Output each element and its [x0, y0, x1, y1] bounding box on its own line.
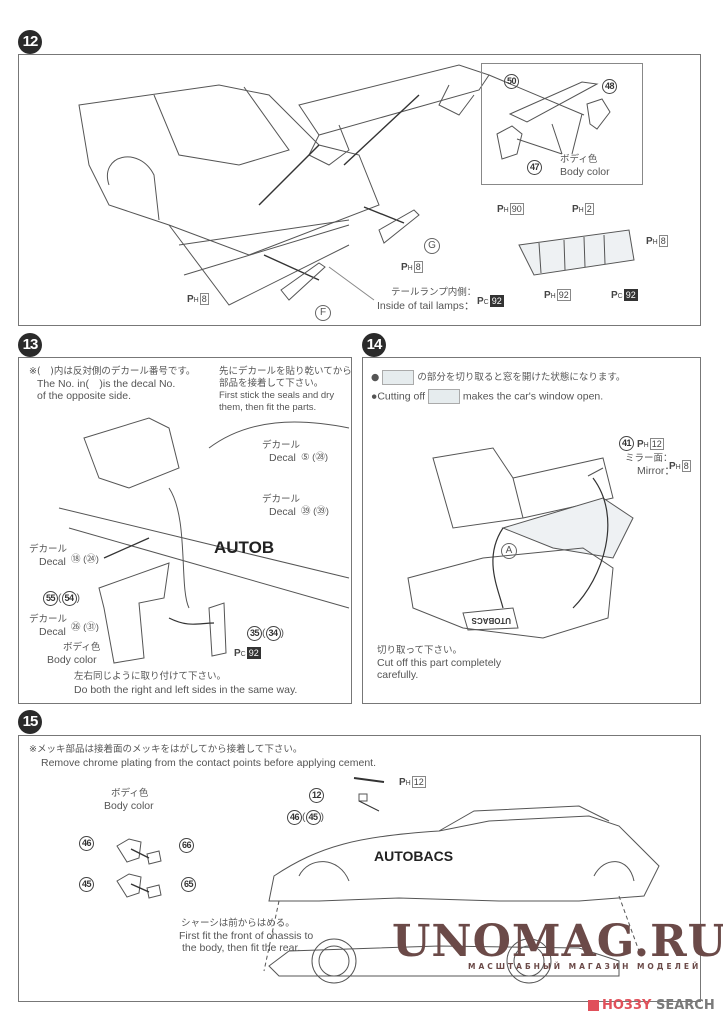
decal-1-jp: デカール [262, 440, 301, 451]
step-number-12: 12 [18, 30, 42, 54]
mirror-part-pair: 46(45) [287, 810, 324, 825]
footer-jp: 左右同じように取り付けて下さい。 [74, 671, 227, 682]
body-paint-en: Body color [47, 654, 97, 666]
tip-jp-2: 部品を接着して下さい。 [219, 378, 324, 389]
chassis-note-en-2: the body, then fit the rear. [182, 942, 301, 954]
watermark-subtitle: МАСШТАБНЫЙ МАГАЗИН МОДЕЛЕЙ [468, 962, 702, 971]
step-14-panel: UTOBACS ● の部分を切り取ると窓を開けた状態になります。 ●Cuttin… [362, 357, 701, 704]
tail-inside-jp: テールランプ内側： [391, 287, 477, 298]
step-number-15: 15 [18, 710, 42, 734]
mirror-glass-66: 66 [179, 838, 194, 853]
insert-paint-en: Body color [560, 166, 610, 178]
tip-en-2: them, then fit the parts. [219, 402, 317, 413]
step-15-panel: AUTOBACS ※メッキ部品は接着面のメッキをはがしてから接着して下さい。 R… [18, 735, 701, 1002]
tip-jp-1: 先にデカールを貼り乾いてから [219, 366, 352, 377]
decal-4-jp: デカール [29, 614, 68, 625]
mirror-part-callout: 41 [619, 436, 634, 451]
wing-detail-insert: 50 48 47 ボディ色 Body color [481, 63, 643, 185]
note-en-1: The No. in( )is the decal No. [37, 378, 176, 390]
mirror-housing-46: 46 [79, 836, 94, 851]
chrome-note-jp: ※メッキ部品は接着面のメッキをはがしてから接着して下さい。 [29, 744, 303, 755]
chrome-note-en: Remove chrome plating from the contact p… [41, 757, 377, 769]
tail-inside-en: Inside of tail lamps： [377, 300, 475, 312]
insert-paint-jp: ボディ色 [560, 154, 598, 165]
decal-3-nums: ⑱ (㉔) [71, 554, 99, 565]
cut-off-en-2: carefully. [377, 669, 419, 681]
mirror-face-jp: ミラー面： [625, 453, 673, 464]
part-a-label: A [501, 543, 517, 559]
step-number-13: 13 [18, 333, 42, 357]
decal-2-nums: ㊴ (㊴) [301, 506, 329, 517]
step-15-illustration: AUTOBACS [116, 777, 660, 984]
body-paint-jp: ボディ色 [63, 642, 101, 653]
decal-2-jp: デカール [262, 494, 301, 505]
cut-bullet-en: ●Cutting off makes the car's window open… [371, 389, 604, 404]
mirror-paint-en: Body color [104, 800, 154, 812]
part-f-label: F [315, 305, 331, 321]
fender-part-pair: 55(54) [43, 591, 80, 606]
lamp-part-pair: 35(34) [247, 626, 284, 641]
chassis-note-en-1: First fit the front of chassis to [179, 930, 314, 942]
step-13-panel: AUTOB ※( )内は反対側のデカール番号です。 The No. in( )i… [18, 357, 352, 704]
tip-en-1: First stick the seals and dry [219, 390, 335, 401]
decal-3-jp: デカール [29, 544, 68, 555]
cut-area-swatch-en [427, 389, 460, 404]
step-12-illustration [78, 64, 635, 306]
plate-text: UTOBACS [471, 616, 511, 625]
part-50: 50 [504, 74, 519, 89]
step-13-illustration: AUTOB [58, 417, 350, 664]
decal-4-en: Decal [39, 626, 66, 638]
decal-1-en: Decal [269, 452, 296, 464]
footer-en: Do both the right and left sides in the … [74, 684, 298, 696]
part-48: 48 [602, 79, 617, 94]
note-en-2: of the opposite side. [37, 390, 131, 402]
side-decal-text-15: AUTOBACS [374, 848, 453, 864]
side-decal-text: AUTOB [214, 538, 274, 557]
mirror-paint-jp: ボディ色 [111, 788, 149, 799]
cut-off-jp: 切り取って下さい。 [377, 645, 463, 656]
decal-4-nums: ㉖ (㉛) [71, 622, 99, 633]
mirror-face-en: Mirror： [637, 465, 675, 477]
wing-detail-illustration [496, 81, 611, 160]
hobby-search-logo: HO33Y SEARCH [588, 998, 715, 1013]
mirror-glass-65: 65 [181, 877, 196, 892]
chassis-note-jp: シャーシは前からはめる。 [181, 918, 295, 929]
step-14-illustration: UTOBACS [407, 447, 634, 639]
decal-3-en: Decal [39, 556, 66, 568]
cut-area-swatch [382, 370, 415, 385]
mirror-housing-45: 45 [79, 877, 94, 892]
cut-bullet-jp: ● の部分を切り取ると窓を開けた状態になります。 [371, 370, 626, 385]
part-47: 47 [527, 160, 542, 175]
decal-1-nums: ⑤ (㉘) [301, 452, 328, 463]
wiper-part-12: 12 [309, 788, 324, 803]
hobby-search-icon [588, 1000, 599, 1011]
watermark-title: UNOMAG.RU [392, 916, 723, 967]
cut-off-en-1: Cut off this part completely [377, 657, 502, 669]
part-g-label: G [424, 238, 440, 254]
note-jp: ※( )内は反対側のデカール番号です。 [29, 366, 196, 377]
decal-2-en: Decal [269, 506, 296, 518]
step-number-14: 14 [362, 333, 386, 357]
